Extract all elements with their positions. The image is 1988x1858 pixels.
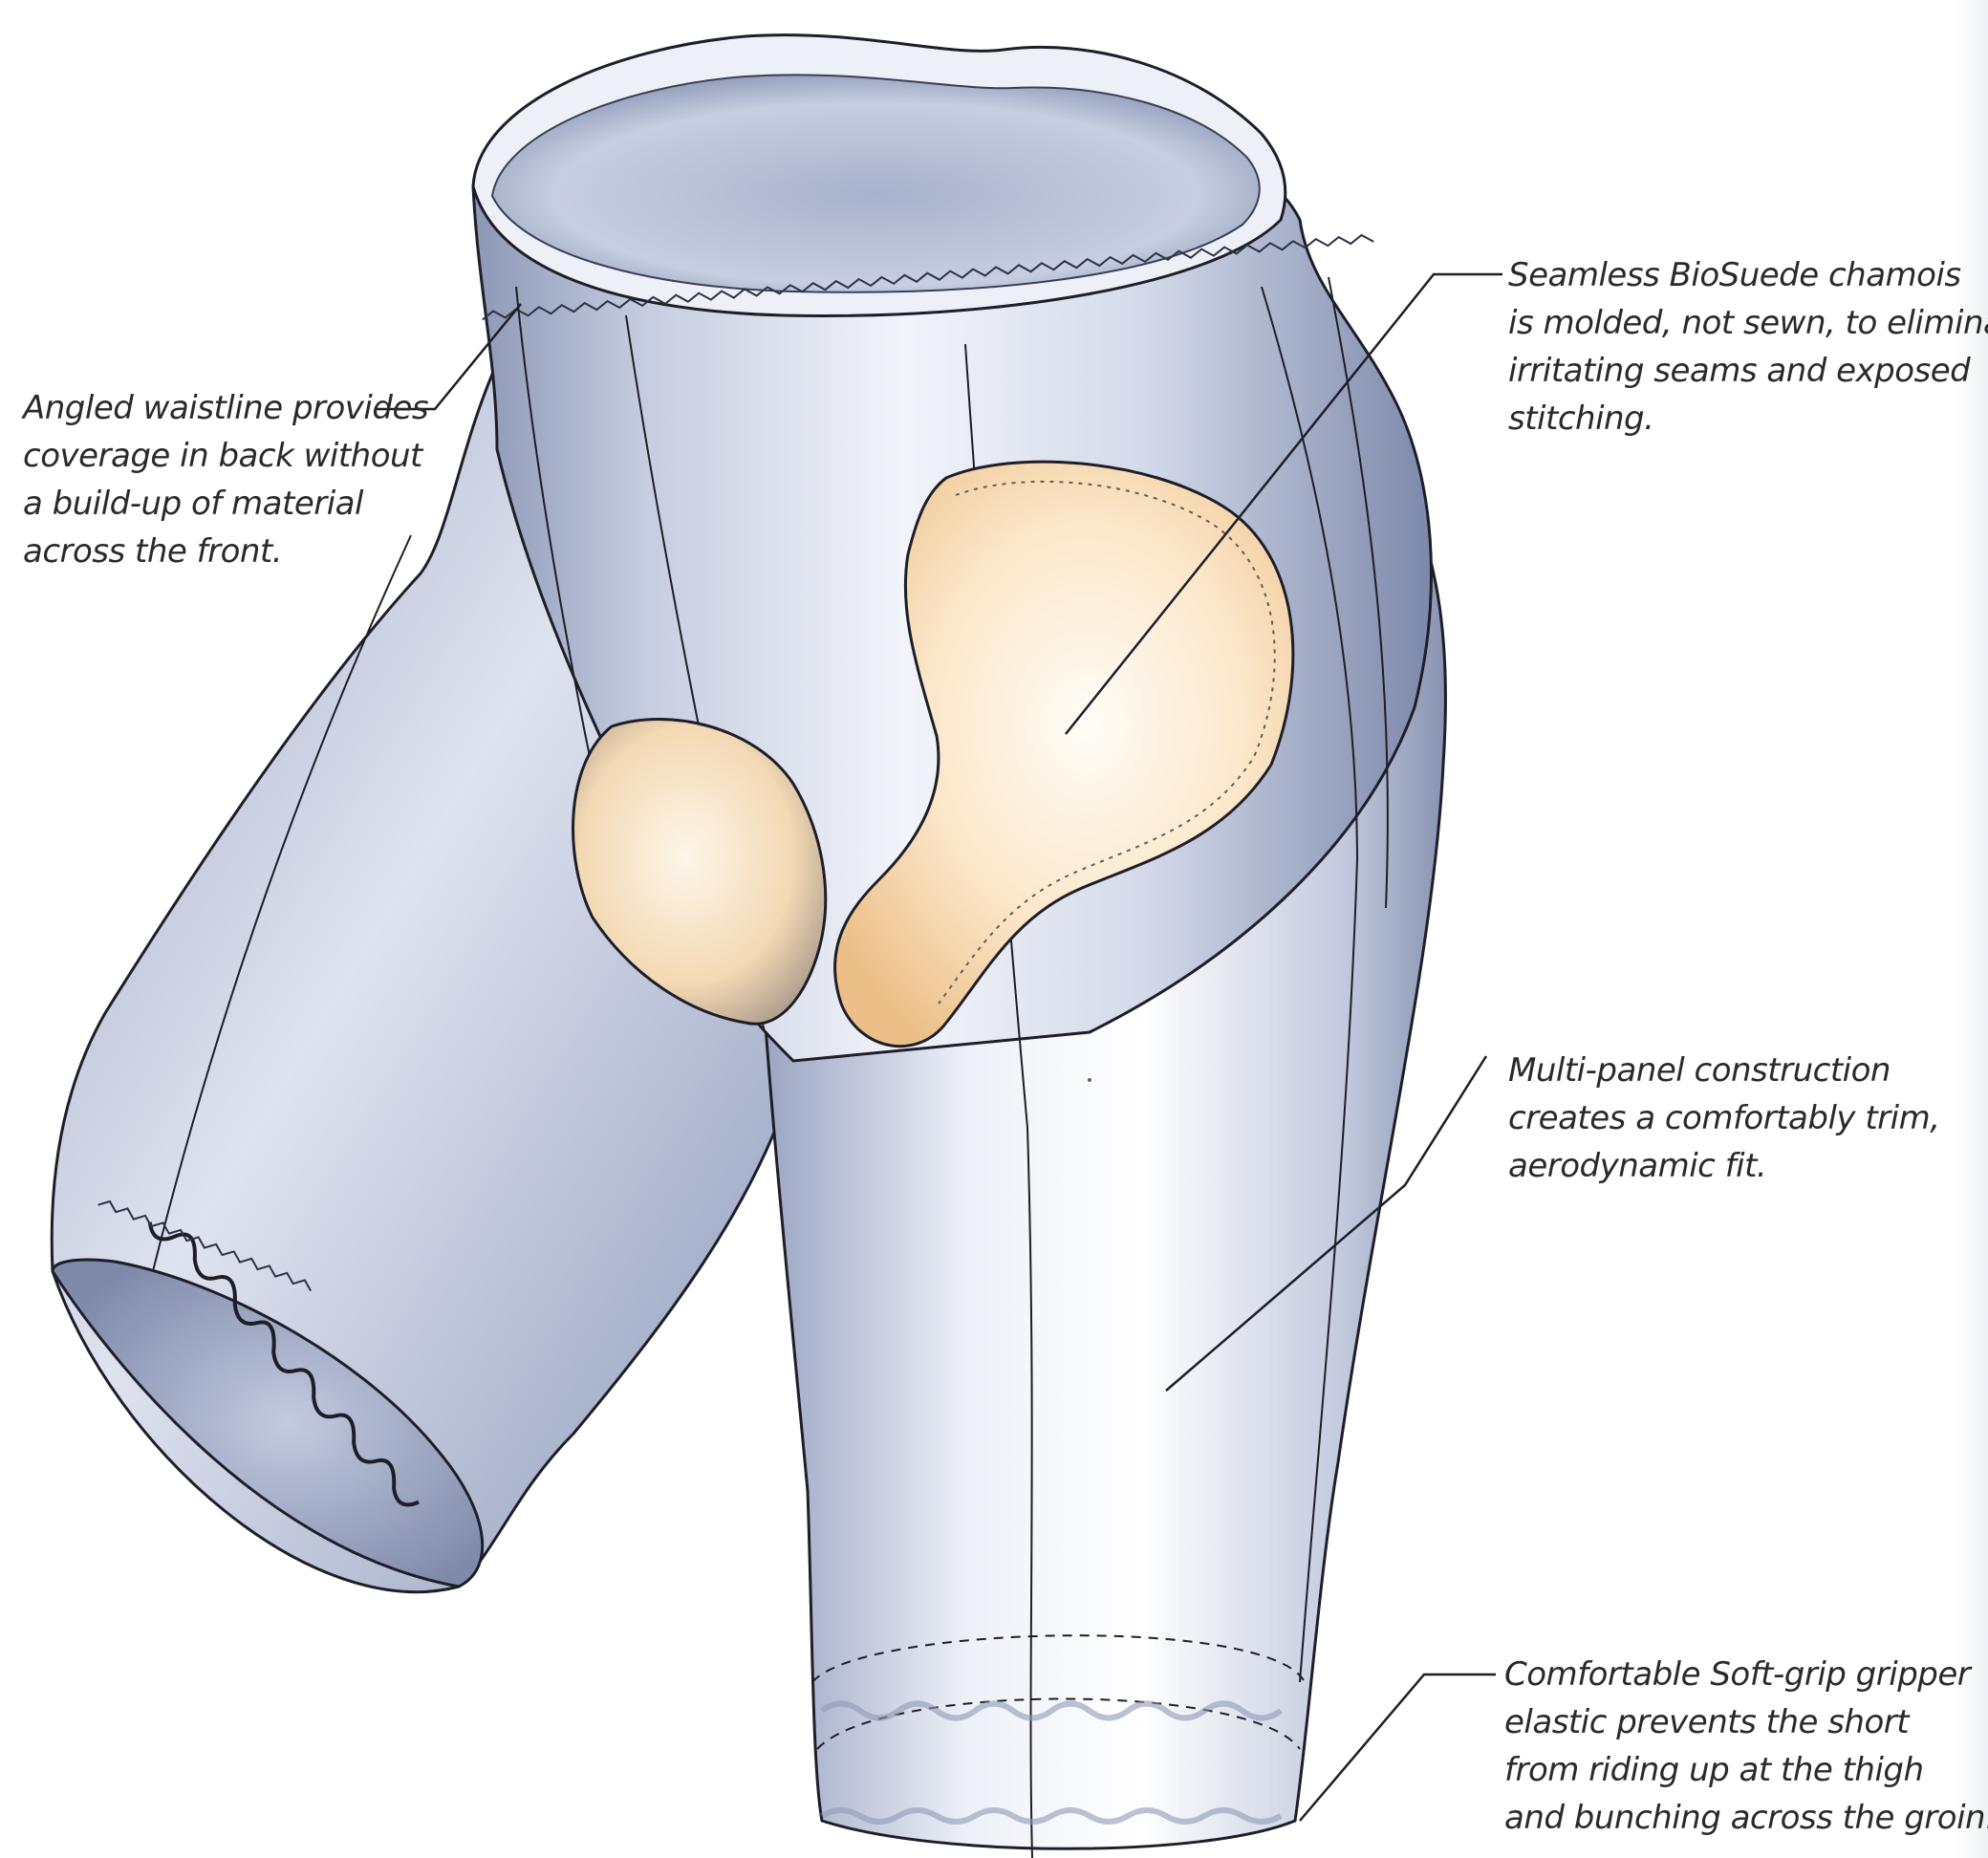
callout-gripper-line: elastic prevents the short	[1504, 1698, 1982, 1746]
waist-opening-interior	[492, 75, 1260, 292]
callout-chamois-line: stitching.	[1508, 395, 1986, 443]
texture-dot	[1088, 1078, 1091, 1082]
callout-gripper: Comfortable Soft-grip gripper elastic pr…	[1504, 1651, 1982, 1842]
callout-waistline-line: across the front.	[23, 528, 405, 575]
callout-chamois-line: irritating seams and exposed	[1508, 347, 1986, 395]
callout-gripper-line: from riding up at the thigh	[1504, 1746, 1982, 1794]
callout-multi-panel-line: creates a comfortably trim,	[1508, 1094, 1986, 1142]
callout-waistline-line: coverage in back without	[23, 432, 405, 480]
callout-multi-panel-line: Multi-panel construction	[1508, 1047, 1986, 1094]
callout-chamois: Seamless BioSuede chamois is molded, not…	[1508, 251, 1986, 443]
callout-chamois-line: is molded, not sewn, to eliminate	[1508, 299, 1986, 347]
callout-multi-panel: Multi-panel construction creates a comfo…	[1508, 1047, 1986, 1190]
callout-gripper-line: and bunching across the groin.	[1504, 1794, 1982, 1842]
callout-waistline-line: Angled waistline provides	[23, 384, 405, 432]
callout-multi-panel-line: aerodynamic fit.	[1508, 1142, 1986, 1190]
callout-gripper-line: Comfortable Soft-grip gripper	[1504, 1651, 1982, 1698]
callout-chamois-line: Seamless BioSuede chamois	[1508, 251, 1986, 299]
callout-waistline-line: a build-up of material	[23, 480, 405, 528]
callout-waistline: Angled waistline provides coverage in ba…	[23, 384, 405, 575]
